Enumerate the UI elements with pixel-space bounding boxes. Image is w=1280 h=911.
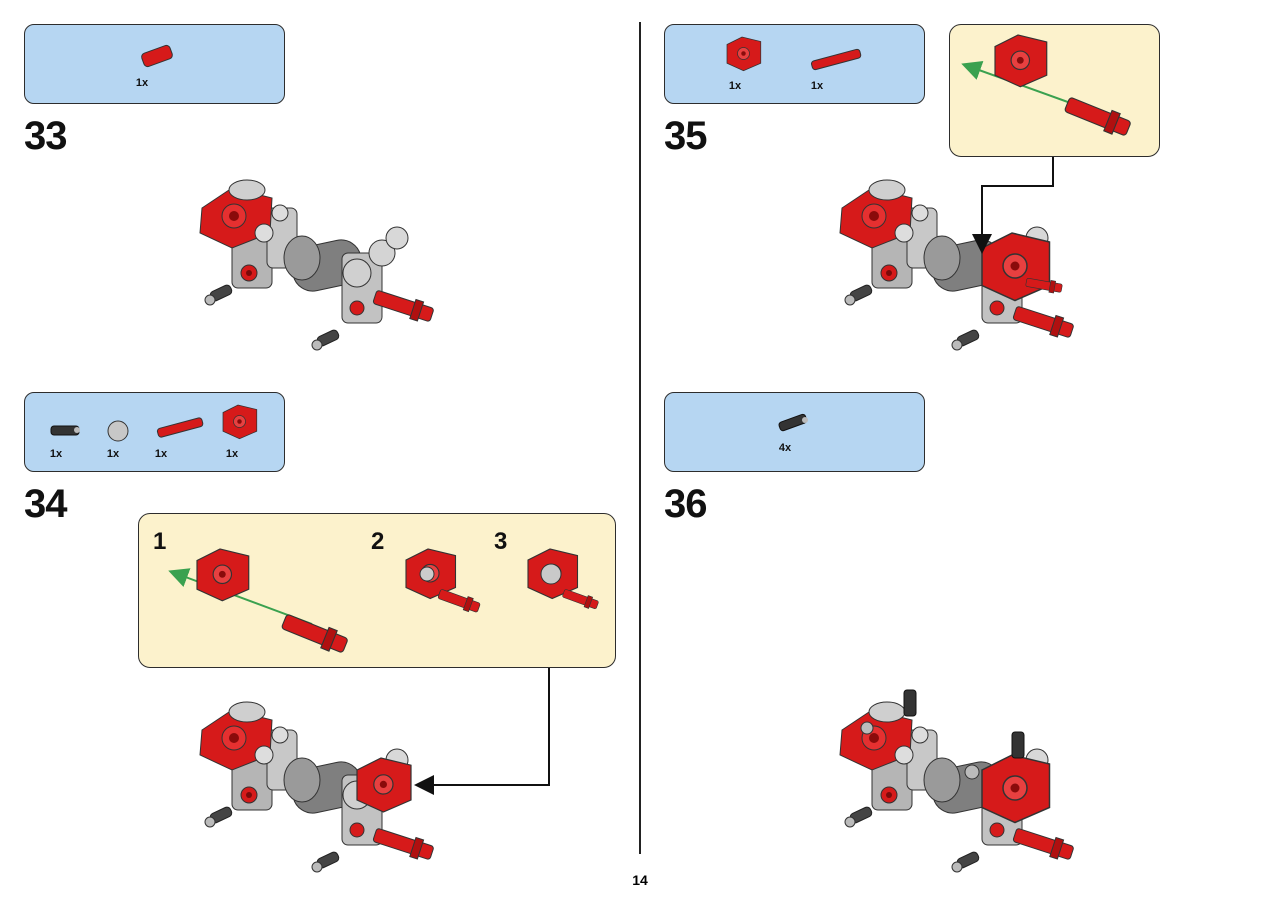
step-35-substep-box: [949, 24, 1160, 157]
page-number: 14: [632, 872, 648, 888]
step-34-parts-box: 1x 1x 1x 1x: [24, 392, 285, 472]
red-axle-pin-icon: [156, 417, 204, 438]
part-qty: 1x: [810, 80, 824, 92]
step-number: 34: [24, 482, 67, 526]
red-connector-icon: [141, 44, 173, 68]
part-qty: 1x: [225, 448, 239, 460]
step-35-parts-box: 1x 1x: [664, 24, 925, 104]
part-qty: 1x: [154, 448, 168, 460]
step-number: 33: [24, 114, 67, 158]
substep-1-image: [168, 548, 350, 657]
step-number: 35: [664, 114, 707, 158]
substep-image: [961, 34, 1133, 140]
part-qty: 1x: [728, 80, 742, 92]
substep-number: 1: [153, 528, 167, 555]
page-divider: [639, 22, 641, 854]
part-qty: 4x: [778, 442, 792, 454]
gray-bush-icon: [107, 420, 129, 442]
red-axle-pin-icon: [810, 48, 862, 71]
black-pin-icon: [778, 413, 808, 432]
step-33-parts-box: 1x: [24, 24, 285, 104]
part-qty: 1x: [106, 448, 120, 460]
black-pin-icon: [50, 425, 80, 436]
step-36-model-image: [839, 689, 1076, 873]
part-qty: 1x: [135, 77, 149, 89]
substep-3-image: [527, 548, 600, 612]
part-qty: 1x: [49, 448, 63, 460]
substep-number: 2: [371, 528, 385, 555]
step-36-parts-box: 4x: [664, 392, 925, 472]
step-number: 36: [664, 482, 707, 526]
substep-number: 3: [494, 528, 508, 555]
step-34-substep-box: 1 2 3: [138, 513, 616, 668]
substep-2-image: [405, 548, 482, 615]
